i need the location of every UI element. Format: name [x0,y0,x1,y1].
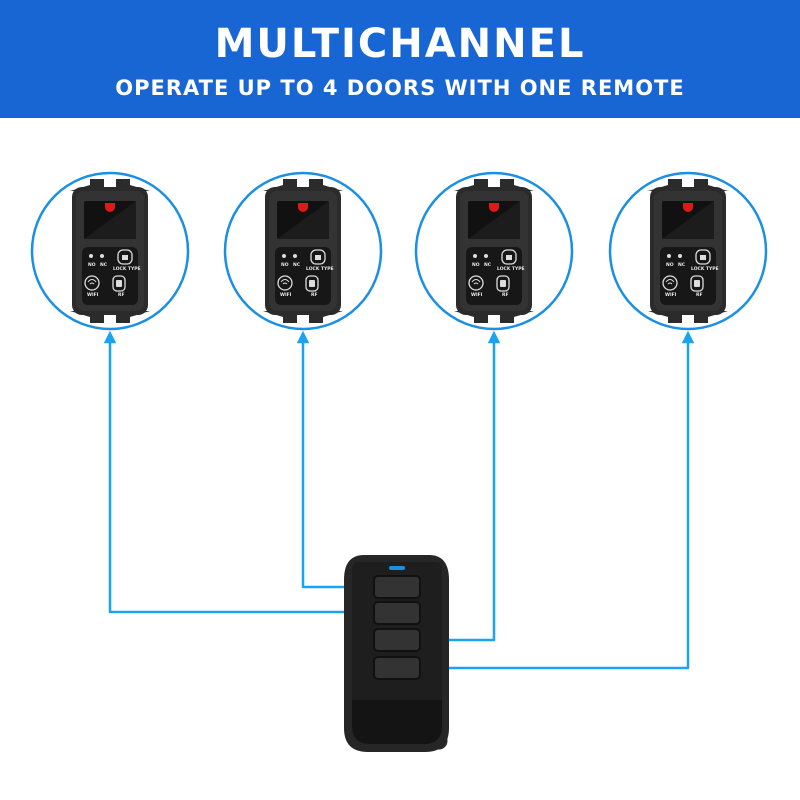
label-nc: NC [484,262,492,268]
label-rf: RF [311,292,318,298]
page-title: MULTICHANNEL [214,21,586,67]
label-no: NO [281,262,289,268]
receiver-4: NO NC LOCK TYPE WIFI RF [608,171,768,331]
receiver-1: NO NC LOCK TYPE WIFI RF [30,171,190,331]
receiver-3: NO NC LOCK TYPE WIFI RF [414,171,574,331]
label-wifi: WIFI [665,292,677,298]
label-wifi: WIFI [87,292,99,298]
remote-button-1[interactable] [373,575,421,599]
connector-line-1 [103,330,376,614]
remote-button-4[interactable] [373,656,421,680]
label-rf: RF [502,292,509,298]
receiver-2: NO NC LOCK TYPE WIFI RF [223,171,383,331]
label-wifi: WIFI [280,292,292,298]
label-lock-type: LOCK TYPE [113,266,141,272]
remote-control [344,555,449,752]
remote-button-2[interactable] [373,601,421,625]
label-lock-type: LOCK TYPE [497,266,525,272]
label-lock-type: LOCK TYPE [306,266,334,272]
remote-led [389,566,405,570]
connector-line-2 [296,330,376,589]
remote-button-3[interactable] [373,628,421,652]
label-no: NO [472,262,480,268]
label-rf: RF [118,292,125,298]
header-banner [0,0,800,118]
connector-line-4 [416,330,695,670]
label-no: NO [88,262,96,268]
label-nc: NC [293,262,301,268]
page-subtitle: OPERATE UP TO 4 DOORS WITH ONE REMOTE [115,76,685,100]
label-nc: NC [100,262,108,268]
label-lock-type: LOCK TYPE [691,266,719,272]
label-nc: NC [678,262,686,268]
label-rf: RF [696,292,703,298]
label-wifi: WIFI [471,292,483,298]
label-no: NO [666,262,674,268]
